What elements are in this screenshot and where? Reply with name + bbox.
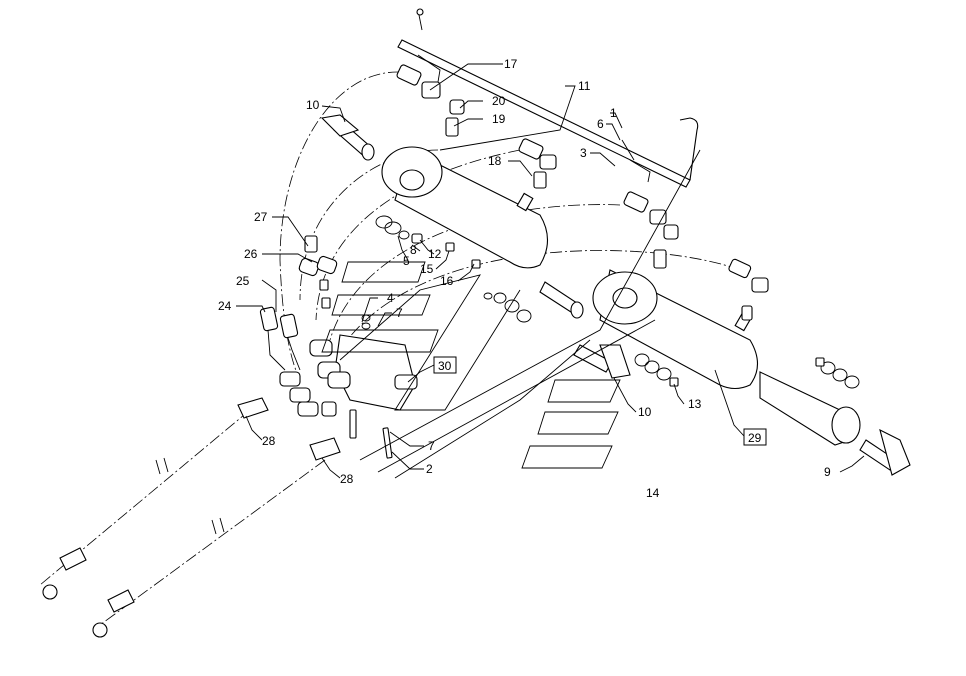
callout-9: 9 <box>824 465 831 479</box>
callout-12: 12 <box>428 247 442 261</box>
callouts: 1 2 3 4 5 6 7 7 8 9 10 10 11 12 13 14 15… <box>218 57 831 500</box>
callout-17: 17 <box>504 57 518 71</box>
callout-10-lower: 10 <box>638 405 652 419</box>
callout-14: 14 <box>646 486 660 500</box>
callout-28-upper: 28 <box>262 434 276 448</box>
hatch-plates <box>321 149 701 479</box>
callout-26: 26 <box>244 247 258 261</box>
callout-30-box <box>433 356 457 374</box>
leader-lines <box>236 63 865 479</box>
mounting-rail <box>397 8 699 188</box>
callout-16: 16 <box>440 274 454 288</box>
callout-10-upper: 10 <box>306 98 320 112</box>
callout-28-lower: 28 <box>340 472 354 486</box>
callout-18: 18 <box>488 154 502 168</box>
callout-19: 19 <box>492 112 506 126</box>
callout-4: 4 <box>387 291 394 305</box>
callout-8: 8 <box>410 243 417 257</box>
fittings <box>320 64 911 476</box>
callout-29-box <box>743 428 767 446</box>
callout-3: 3 <box>580 146 587 160</box>
lower-cylinder <box>592 269 861 446</box>
valve-block <box>259 235 418 459</box>
callout-20: 20 <box>492 94 506 108</box>
callout-7-upper: 7 <box>396 306 403 320</box>
boxed-callouts: 29 30 <box>433 356 767 446</box>
callout-5: 5 <box>403 254 410 268</box>
callout-11: 11 <box>578 79 591 93</box>
callout-30: 30 <box>438 359 452 373</box>
upper-cylinder <box>381 146 549 269</box>
callout-27: 27 <box>254 210 268 224</box>
callout-15: 15 <box>420 262 434 276</box>
callout-29: 29 <box>748 431 762 445</box>
callout-6: 6 <box>597 117 604 131</box>
callout-7-lower: 7 <box>428 439 435 453</box>
callout-24: 24 <box>218 299 232 313</box>
hydraulic-hoses <box>42 397 341 638</box>
callout-13: 13 <box>688 397 702 411</box>
callout-2: 2 <box>426 462 433 476</box>
callout-25: 25 <box>236 274 250 288</box>
callout-1: 1 <box>610 106 617 120</box>
